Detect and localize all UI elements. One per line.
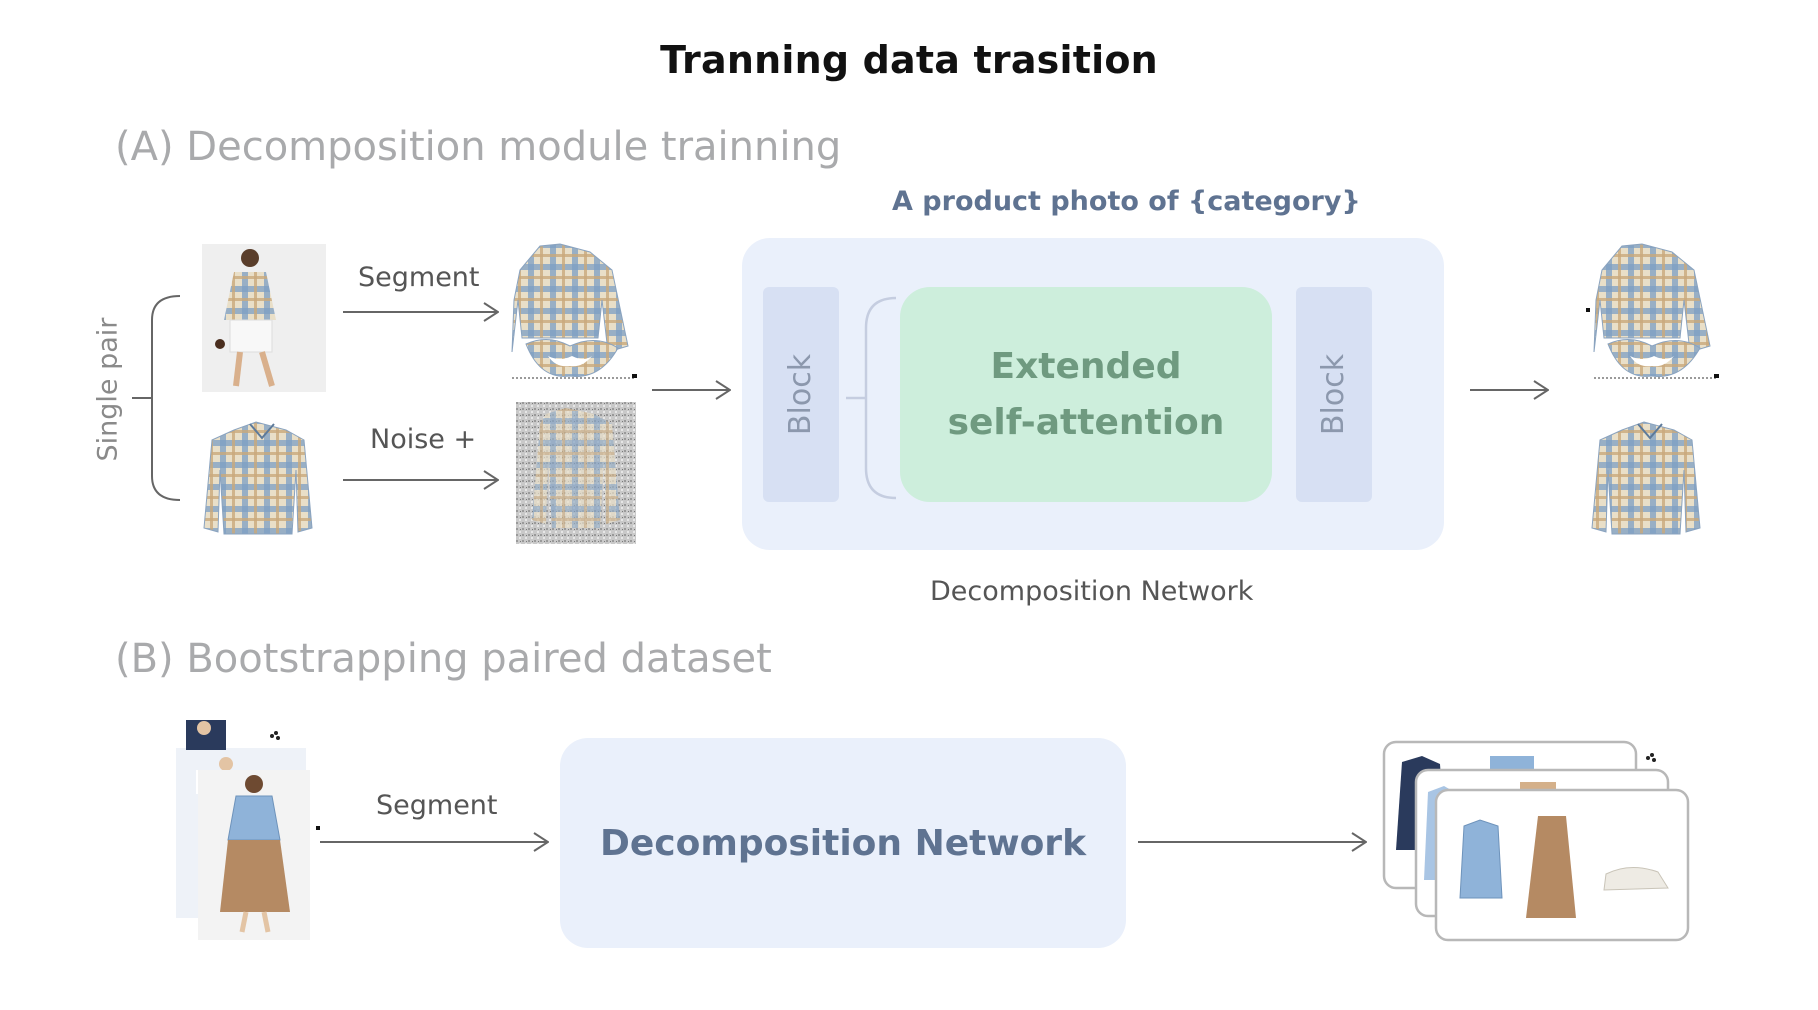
network-caption: Decomposition Network <box>930 576 1254 607</box>
plaid-shirt-photo <box>203 421 313 535</box>
segment-label-a: Segment <box>358 262 480 293</box>
attention-bracket <box>846 296 897 500</box>
single-pair-bracket <box>132 295 181 501</box>
noisy-shirt <box>516 402 636 544</box>
attention-line-1: Extended <box>990 345 1182 387</box>
block-right: Block <box>1296 287 1372 502</box>
attention-line-2: self-attention <box>947 401 1225 443</box>
output-plaid-shirt <box>1591 421 1701 535</box>
garment-card-stack <box>1382 740 1690 942</box>
model-photo-stack <box>176 720 320 940</box>
segment-label-b: Segment <box>376 790 498 821</box>
extended-self-attention-box: Extended self-attention <box>900 287 1272 502</box>
model-photo-plaid <box>202 244 326 392</box>
output-segmented-shirt <box>1586 243 1719 379</box>
decomposition-network-label-b: Decomposition Network <box>599 822 1087 864</box>
page-title: Tranning data trasition <box>660 38 1158 82</box>
noise-label: Noise + <box>370 424 477 455</box>
decomposition-network-box-b: Decomposition Network <box>560 738 1126 948</box>
section-a-heading: (A) Decomposition module trainning <box>115 124 842 170</box>
prompt-text: A product photo of {category} <box>892 186 1361 217</box>
segmented-shirt <box>511 243 637 379</box>
section-b-heading: (B) Bootstrapping paired dataset <box>115 636 772 682</box>
block-left: Block <box>763 287 839 502</box>
